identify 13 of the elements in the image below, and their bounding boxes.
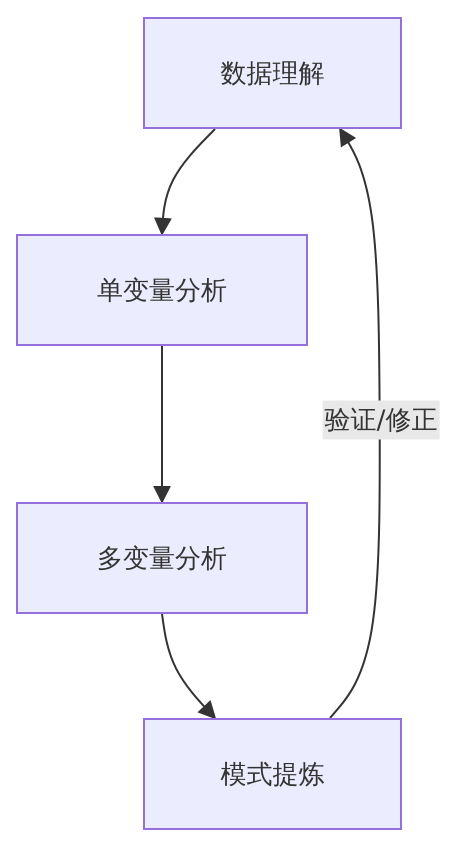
node-label: 模式提炼 [220,758,324,792]
node-label: 单变量分析 [97,274,227,308]
arrow [329,127,381,719]
edge-label: 验证/修正 [322,400,440,440]
process-box [143,17,402,129]
process-box [143,718,402,830]
node-label: 多变量分析 [97,542,227,576]
process-box [16,234,308,346]
arrow [154,128,216,236]
process-box [16,502,308,614]
arrow [161,614,216,720]
arrow [153,346,171,504]
node-label: 数据理解 [220,58,324,90]
